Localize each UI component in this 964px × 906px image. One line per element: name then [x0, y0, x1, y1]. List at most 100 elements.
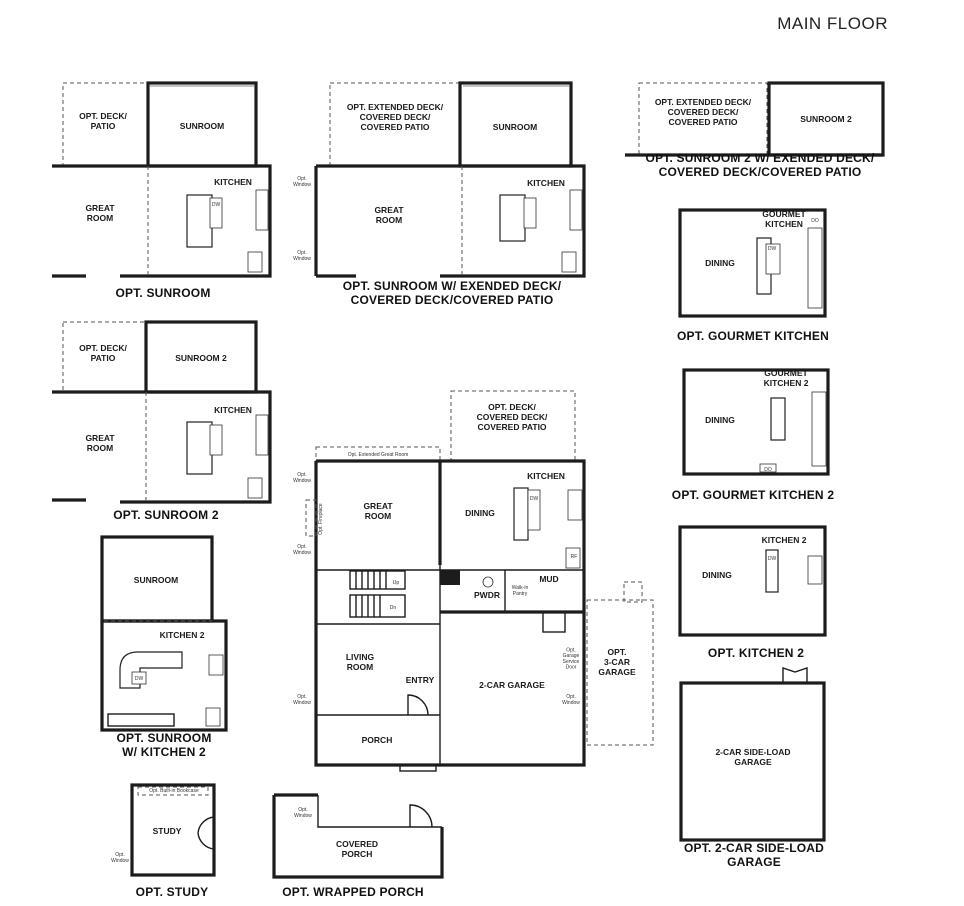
dw-label: DW: [768, 246, 777, 252]
opt-window-lr: Opt.Window: [293, 694, 311, 706]
dining-label: DINING: [705, 415, 735, 425]
opt-window-gr-1: Opt.Window: [293, 472, 311, 484]
opt-window-garage: Opt.Window: [562, 694, 580, 706]
gourmet-kitchen2-room: [682, 368, 830, 476]
kitchen2-label: KITCHEN 2: [762, 535, 807, 545]
fireplace-block: [440, 570, 460, 585]
gourmet-island: [770, 397, 786, 441]
dining-label: DINING: [465, 508, 495, 518]
kitchen-island: [186, 421, 213, 475]
kitchen-label: KITCHEN: [527, 471, 565, 481]
opt-window-label-2: Opt.Window: [293, 250, 311, 262]
opt-window-gr-2: Opt.Window: [293, 544, 311, 556]
side-load-garage-room: [679, 681, 826, 842]
opt-study-caption: OPT. STUDY: [136, 885, 209, 899]
main-outer-wall: [314, 459, 586, 767]
dining-label: DINING: [705, 258, 735, 268]
sunroom-label: SUNROOM: [134, 575, 178, 585]
dw-label: DW: [530, 496, 539, 502]
opt-bookcase-area: [137, 786, 209, 796]
do-label: DO: [764, 467, 772, 473]
study-room: [130, 783, 216, 877]
stairs-up-label: Up: [393, 580, 400, 586]
rf-label: RF: [571, 554, 578, 560]
porch-inner-wall: [317, 795, 442, 828]
kitchen-island: [186, 194, 213, 248]
opt-deck-patio-label: OPT. DECK/PATIO: [79, 343, 127, 363]
porch-door[interactable]: [409, 804, 433, 828]
entry-door[interactable]: [407, 694, 429, 716]
opt-gourmet-kitchen2-caption: OPT. GOURMET KITCHEN 2: [672, 488, 835, 502]
kitchen-island: [513, 487, 529, 541]
opt-sunroom-extended-plan: OPT. EXTENDED DECK/COVERED DECK/COVERED …: [293, 81, 586, 307]
sunroom-label: SUNROOM: [180, 121, 224, 131]
sunroom2-label: SUNROOM 2: [800, 114, 852, 124]
kitchen2-island: [119, 651, 183, 689]
kitchen-island: [499, 194, 526, 242]
opt-sunroom2-caption: OPT. SUNROOM 2: [113, 508, 219, 522]
study-french-doors[interactable]: [197, 816, 215, 850]
opt-wrapped-porch-caption: OPT. WRAPPED PORCH: [282, 885, 424, 899]
opt-kitchen2-caption: OPT. KITCHEN 2: [708, 646, 804, 660]
do-label: DO: [811, 218, 819, 224]
opt-sunroom-caption: OPT. SUNROOM: [115, 286, 210, 300]
stairs-down-label: Dn: [390, 605, 397, 611]
opt-window-label: Opt.Window: [293, 176, 311, 188]
mud-label: MUD: [539, 574, 558, 584]
opt-gourmet-kitchen-caption: OPT. GOURMET KITCHEN: [677, 329, 829, 343]
opt-extended-great-room-label: Opt. Extended Great Room: [348, 452, 409, 458]
porch-label: PORCH: [362, 735, 393, 745]
entry-label: ENTRY: [406, 675, 435, 685]
dw-label: DW: [768, 556, 777, 562]
page-title: MAIN FLOOR: [777, 14, 888, 33]
opt-extended-deck-area: [638, 82, 768, 156]
opt-deck-label: OPT. DECK/COVERED DECK/COVERED PATIO: [477, 402, 548, 432]
kitchen-label: KITCHEN: [527, 178, 565, 188]
opt-extended-deck-label: OPT. EXTENDED DECK/COVERED DECK/COVERED …: [347, 102, 444, 132]
dw-label: DW: [212, 202, 221, 208]
opt-study-plan: Opt. Built-in Bookcase STUDY Opt.Window …: [111, 783, 216, 899]
kitchen2-label: KITCHEN 2: [160, 630, 205, 640]
opt-window-study: Opt.Window: [111, 852, 129, 864]
opt-bookcase-label: Opt. Built-in Bookcase: [149, 788, 199, 794]
study-label: STUDY: [153, 826, 182, 836]
garage-stairs: [782, 667, 808, 683]
pwdr-label: PWDR: [474, 590, 500, 600]
dw-label: DW: [135, 676, 144, 682]
opt-window-porch: Opt.Window: [294, 807, 312, 819]
opt-sunroom2-extended-plan: OPT. EXTENDED DECK/COVERED DECK/COVERED …: [625, 81, 885, 179]
kitchen-label: KITCHEN: [214, 177, 252, 187]
kitchen2-island: [765, 549, 779, 593]
opt-sunroom2-extended-caption: OPT. SUNROOM 2 W/ EXENDED DECK/COVERED D…: [646, 151, 875, 179]
opt-extended-deck-label: OPT. EXTENDED DECK/COVERED DECK/COVERED …: [655, 97, 752, 127]
dining-label: DINING: [702, 570, 732, 580]
opt-fireplace-label: Opt. Fireplace: [318, 503, 324, 535]
opt-sunroom-extended-caption: OPT. SUNROOM W/ EXENDED DECK/COVERED DEC…: [343, 279, 562, 307]
porch-steps: [399, 764, 437, 772]
wrapped-porch-outline: [272, 795, 444, 879]
kitchen-label: KITCHEN: [214, 405, 252, 415]
kitchen2-room: [678, 525, 827, 637]
main-floor-plan: OPT. DECK/COVERED DECK/COVERED PATIO Opt…: [293, 390, 654, 772]
garage-label: 2-CAR GARAGE: [479, 680, 545, 690]
sunroom-label: SUNROOM: [493, 122, 537, 132]
